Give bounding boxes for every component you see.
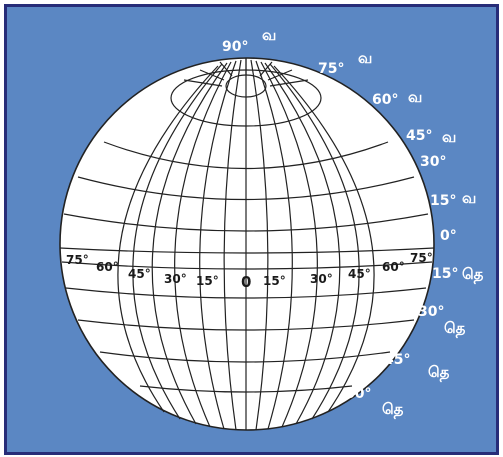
- lat-label-75n: 75°: [318, 61, 344, 77]
- longitude-label: 30°: [310, 272, 333, 286]
- longitude-label: 45°: [128, 267, 151, 281]
- lat-label-90n: 90°: [222, 39, 248, 55]
- longitude-label: 30°: [164, 272, 187, 286]
- meridian: [174, 61, 232, 428]
- meridian: [264, 62, 341, 425]
- lat-label-45s: 45°: [384, 352, 410, 368]
- lat-label-60n: 60°: [372, 92, 398, 108]
- meridian: [273, 65, 375, 413]
- meridian: [255, 60, 293, 430]
- hemisphere-label-north: வ: [408, 88, 422, 106]
- polar-ticks: [183, 58, 309, 87]
- hemisphere-label-north: வ: [462, 189, 476, 207]
- meridian: [269, 63, 360, 420]
- longitude-label: 60°: [382, 260, 405, 274]
- hemisphere-label-north: வ: [262, 26, 276, 44]
- graticule: [59, 58, 435, 431]
- longitude-label: 75°: [66, 253, 89, 267]
- meridian: [223, 59, 242, 431]
- hemisphere-label-north: வ: [442, 128, 456, 146]
- longitude-label: 15°: [263, 274, 286, 288]
- meridian: [151, 62, 228, 425]
- meridian: [117, 65, 219, 413]
- lat-label-30n: 30°: [420, 154, 446, 170]
- lat-label-equator: 0°: [440, 228, 457, 244]
- meridian: [260, 61, 318, 428]
- longitude-label: 60°: [96, 260, 119, 274]
- lat-label-30s: 30°: [418, 304, 444, 320]
- hemisphere-label-north: வ: [358, 49, 372, 67]
- hemisphere-label-south: தெ: [462, 265, 484, 284]
- lat-label-15n: 15°: [430, 193, 456, 209]
- longitude-label: 0: [241, 273, 251, 291]
- globe-sphere: [59, 57, 435, 431]
- longitude-label: 45°: [348, 267, 371, 281]
- longitude-labels: 75° 60° 45° 30° 15° 0 15° 30° 45° 60° 75…: [66, 251, 433, 291]
- longitude-label: 15°: [196, 274, 219, 288]
- lat-label-15s: 15°: [432, 266, 458, 282]
- meridian: [132, 63, 223, 420]
- latitude-labels: 90° வ 75° வ 60° வ 45° வ 30° 15° வ 0° 15°…: [222, 26, 484, 419]
- lat-label-60s: 60°: [345, 386, 371, 402]
- hemisphere-label-south: தெ: [428, 363, 450, 382]
- lat-label-45n: 45°: [406, 128, 432, 144]
- meridian: [199, 60, 237, 430]
- hemisphere-label-south: தெ: [382, 400, 404, 419]
- hemisphere-label-south: தெ: [444, 319, 466, 338]
- meridian: [250, 59, 269, 431]
- longitude-label: 75°: [410, 251, 433, 265]
